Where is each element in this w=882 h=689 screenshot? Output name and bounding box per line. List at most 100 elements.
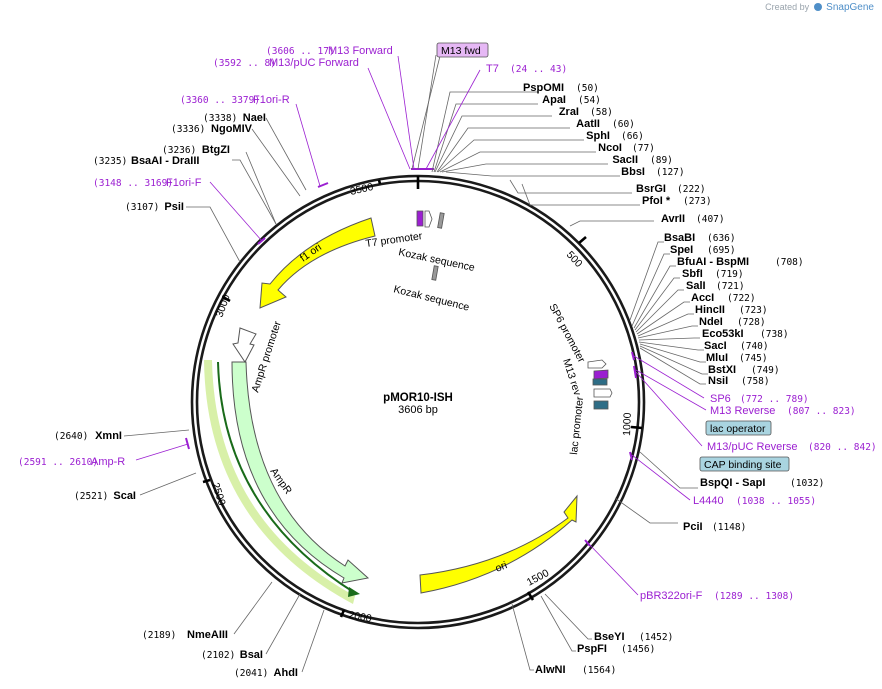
cap-site-label: CAP binding site <box>704 459 782 471</box>
enzyme-pos: (1452) <box>639 632 673 643</box>
primer-pos: (3148 .. 3169) <box>93 178 173 189</box>
enzyme-name: BsaBI <box>664 232 695 244</box>
enzyme-pos: (3338) <box>203 113 237 124</box>
enzyme-name: NsiI <box>708 375 728 387</box>
enzyme-pos: (749) <box>751 365 780 376</box>
enzyme-name: PspOMI <box>523 82 564 94</box>
enzyme-name: ZraI <box>559 106 579 118</box>
t7-promoter-arrow <box>424 210 433 228</box>
primer-pos: (1038 .. 1055) <box>736 496 816 507</box>
ampr-highlight <box>204 360 355 604</box>
enzyme-pos: (127) <box>656 167 685 178</box>
enzyme-name: AatII <box>576 118 600 130</box>
enzyme-pos: (723) <box>739 305 768 316</box>
m13rev-label: M13 rev <box>560 357 583 397</box>
enzyme-pos: (740) <box>740 341 769 352</box>
enzyme-pos: (636) <box>707 233 736 244</box>
tick-label: 1500 <box>525 567 551 589</box>
enzyme-pos: (2041) <box>234 668 268 679</box>
snapgene-logo-icon <box>813 3 822 11</box>
primer-pos: (3606 .. 17) <box>266 46 335 57</box>
sp6-promoter-label: SP6 promoter <box>546 302 587 365</box>
ampr-line-head <box>348 587 360 597</box>
enzyme-pos: (3336) <box>171 124 205 135</box>
enzyme-name: SalI <box>686 280 706 292</box>
enzyme-name: SphI <box>586 130 610 142</box>
t7-marker <box>416 210 424 227</box>
plasmid-length: 3606 bp <box>398 404 438 416</box>
m13fwd-label: M13 fwd <box>441 45 481 57</box>
enzyme-name: ScaI <box>113 490 136 502</box>
enzyme-pos: (738) <box>760 329 789 340</box>
enzyme-name: BseYI <box>594 631 625 643</box>
primer-leaders <box>135 55 707 596</box>
cap-site-box <box>699 456 790 472</box>
enzyme-pos: (719) <box>715 269 744 280</box>
enzyme-pos: (722) <box>727 293 756 304</box>
tick-label: 2000 <box>347 609 372 625</box>
ampr-promoter-arrow <box>232 327 257 363</box>
lac-operator-box <box>705 420 772 436</box>
f1-ori-arrow <box>259 217 376 309</box>
enzyme-name: BspQI - SapI <box>700 477 765 489</box>
enzyme-name: PciI <box>683 521 703 533</box>
enzyme-pos: (758) <box>741 376 770 387</box>
primer-name: pBR322ori-F <box>640 590 703 602</box>
m13fwd-box <box>436 42 489 58</box>
enzyme-pos: (60) <box>612 119 635 130</box>
kozak-marker <box>431 265 439 281</box>
enzyme-pos: (58) <box>590 107 613 118</box>
primer-name: F1ori-R <box>253 94 290 106</box>
enzyme-name: BsaAI - DraIII <box>131 155 199 167</box>
enzyme-pos: (708) <box>775 257 804 268</box>
primer-pos: (1289 .. 1308) <box>714 591 794 602</box>
enzyme-name: PfoI * <box>642 195 671 207</box>
primer-name: F1ori-F <box>166 177 202 189</box>
enzyme-pos: (2521) <box>74 491 108 502</box>
primer-pos: (24 .. 43) <box>510 64 567 75</box>
primer-pos: (2591 .. 2610) <box>18 457 98 468</box>
lac-promoter-arrow <box>593 388 613 398</box>
tick-label: 3500 <box>349 181 375 198</box>
enzyme-name: BsaI <box>240 649 263 661</box>
credit-brand: SnapGene <box>826 2 874 13</box>
ampr-arrow <box>231 361 370 584</box>
ampr-promoter-label: AmpR promoter <box>249 319 283 394</box>
enzyme-pos: (54) <box>578 95 601 106</box>
enzyme-pos: (2640) <box>54 431 88 442</box>
lac-operator-marker <box>592 378 608 386</box>
enzyme-name: SacII <box>612 154 638 166</box>
primer-pos: (807 .. 823) <box>787 406 856 417</box>
ori-arrow <box>419 494 578 594</box>
enzyme-name: NgoMIV <box>211 123 253 135</box>
snapgene-credit: Created by SnapGene <box>765 2 874 13</box>
enzyme-pos: (728) <box>737 317 766 328</box>
primer-pos: (820 .. 842) <box>808 442 877 453</box>
enzyme-name: XmnI <box>95 430 122 442</box>
enzyme-pos: (3107) <box>125 202 159 213</box>
enzyme-pos: (1032) <box>790 478 824 489</box>
enzyme-pos: (2189) <box>142 630 176 641</box>
enzyme-name: NdeI <box>699 316 723 328</box>
primer-name: M13/pUC Forward <box>269 57 359 69</box>
enzyme-name: AhdI <box>274 667 298 679</box>
enzyme-pos: (745) <box>739 353 768 364</box>
boxed-labels: M13 fwd lac operator CAP binding site <box>436 42 790 472</box>
enzyme-name: SacI <box>704 340 727 352</box>
plasmid-name: pMOR10-ISH <box>383 392 453 404</box>
primer-name: M13/pUC Reverse <box>707 441 797 453</box>
enzyme-pos: (1148) <box>712 522 746 533</box>
tick-label: 3000 <box>214 293 233 319</box>
primer-pos: (3360 .. 3379) <box>180 95 260 106</box>
enzyme-pos: (407) <box>696 214 725 225</box>
enzyme-name: BbsI <box>621 166 645 178</box>
sp6-arrow <box>587 359 607 369</box>
primer-name: L4440 <box>693 495 724 507</box>
enzyme-name: BsrGI <box>636 183 666 195</box>
primer-pos: (3592 .. 8) <box>213 58 276 69</box>
ampr-line <box>217 361 356 594</box>
enzyme-pos: (721) <box>716 281 745 292</box>
tick-marks <box>202 176 643 618</box>
enzyme-pos: (66) <box>621 131 644 142</box>
primer-name: Amp-R <box>91 456 125 468</box>
